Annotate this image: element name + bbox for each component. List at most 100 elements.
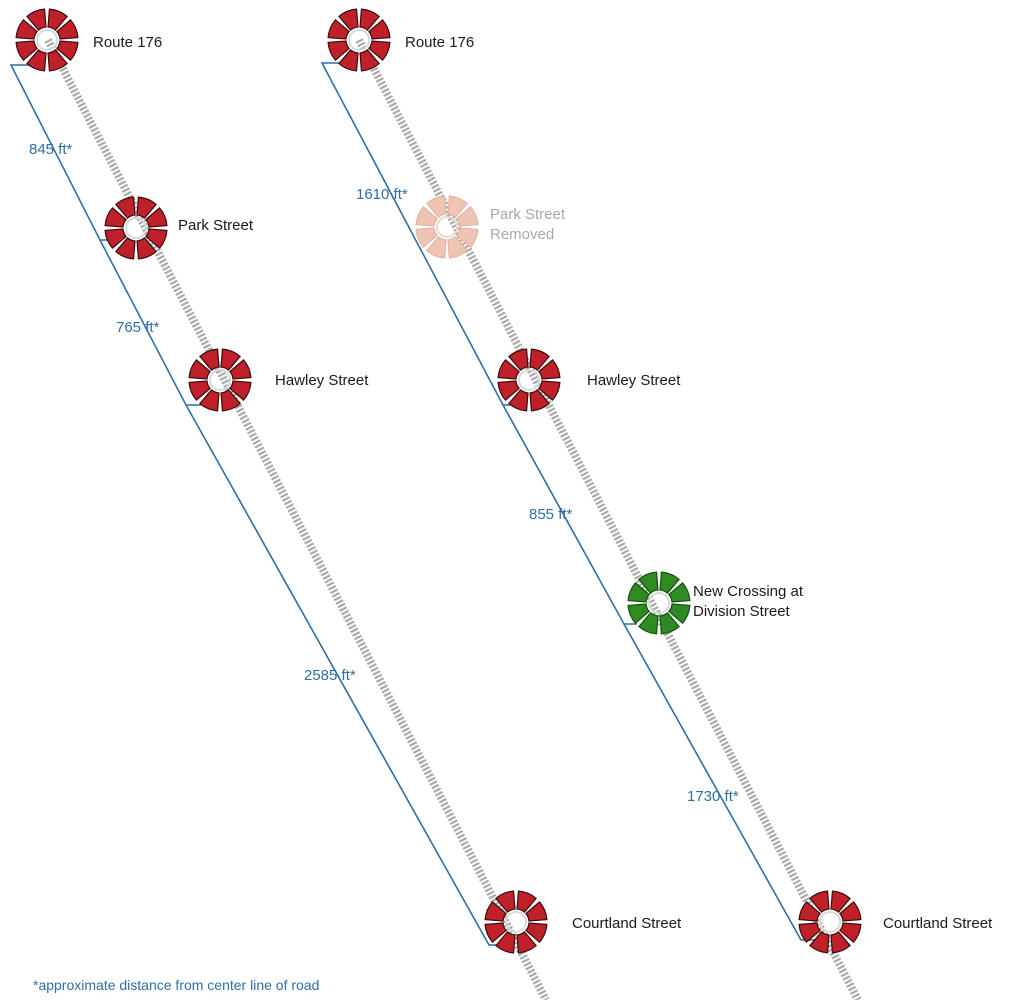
crossing-segment [220,389,241,412]
crossing-label-route-176-left: Route 176 [93,34,162,51]
crossing-segment [368,19,391,40]
crossing-segment [798,901,821,922]
crossing-segment [830,890,851,913]
crossing-segment [659,612,680,635]
crossing-segment [497,359,520,380]
crossing-hub [436,216,458,238]
crossing-segment [525,901,548,922]
crossing-segment [104,228,127,249]
railroad-crossing-icon [484,890,548,954]
crossing-hub [348,29,370,51]
crossing-label-courtland-street-left: Courtland Street [572,915,682,932]
crossing-segment [327,40,350,61]
crossing-hub [819,911,841,933]
track-left [44,38,550,1000]
crossing-segment [229,359,252,380]
crossing-segment [426,236,447,259]
crossing-label-route-176-right: Route 176 [405,34,474,51]
crossing-segment [220,348,241,371]
crossing-hub [36,29,58,51]
crossing-segment [529,348,550,371]
crossing-segment [15,40,38,61]
railroad-crossing-icon [327,8,391,72]
crossing-segment [830,931,851,954]
crossing-segment [638,612,659,635]
railroad-crossing-icon [188,348,252,412]
dim-line-route176-hawley [320,62,515,406]
crossing-segment [447,236,468,259]
crossing-segment [638,571,659,594]
crossing-segment [525,922,548,943]
crossing-hub [648,592,670,614]
crossing-segment [338,49,359,72]
crossing-segment [229,380,252,401]
crossing-label-division-street: New Crossing at Division Street [693,583,807,620]
crossing-segment [26,49,47,72]
crossing-segment [627,603,650,624]
crossing-hub [518,369,540,391]
crossing-segment [47,49,68,72]
railroad-crossing-icon [798,890,862,954]
crossing-segment [495,931,516,954]
distance-label-hawley-courtland: 2585 ft* [304,667,356,684]
crossing-segment [56,19,79,40]
dim-line-division-courtland [623,623,815,941]
crossing-segment [839,922,862,943]
park-street-removed-line-2: Removed [490,226,554,243]
distance-label-park-hawley: 765 ft* [116,319,160,336]
railroad-crossing-icon [104,196,168,260]
crossing-segment [538,380,561,401]
crossing-segment [104,207,127,228]
distance-lines [9,62,815,946]
crossing-label-courtland-street-right: Courtland Street [883,915,993,932]
crossing-segment [368,40,391,61]
crossing-segment [136,237,157,260]
crossing-segment [809,890,830,913]
park-street-removed-line-1: Park Street [490,206,566,223]
crossing-segment [798,922,821,943]
crossing-segment [327,19,350,40]
crossing-hub [209,369,231,391]
crossing-segment [115,237,136,260]
crossing-segment [199,348,220,371]
crossing-segment [508,389,529,412]
crossing-segment [415,227,438,248]
crossing-segment [188,359,211,380]
crossing-segment [15,19,38,40]
crossing-segment [26,8,47,31]
crossing-segment [56,40,79,61]
crossing-segment [199,389,220,412]
crossing-segment [188,380,211,401]
crossing-segment [338,8,359,31]
crossing-segment [145,207,168,228]
crossing-segment [668,603,691,624]
crossing-segment [839,901,862,922]
crossing-segment [516,931,537,954]
crossing-segment [426,195,447,218]
distance-label-division-courtland: 1730 ft* [687,788,739,805]
crossing-segment [529,389,550,412]
crossing-label-park-street-left: Park Street [178,217,254,234]
crossing-segment [456,206,479,227]
crossing-label-park-street-removed: Park Street Removed [490,206,569,243]
crossing-segment [136,196,157,219]
crossing-segment [359,8,380,31]
railroad-tracks [44,38,862,1000]
crossing-segment [659,571,680,594]
crossing-segment [115,196,136,219]
crossing-segment [508,348,529,371]
crossing-segment [516,890,537,913]
division-street-line-1: New Crossing at [693,583,804,600]
crossing-segment [415,206,438,227]
crossing-segment [447,195,468,218]
crossing-segment [484,901,507,922]
crossing-segment [484,922,507,943]
crossing-segment [668,582,691,603]
railroad-crossing-icon [15,8,79,72]
distance-label-route176-hawley: 1610 ft* [356,186,408,203]
crossing-hub [125,217,147,239]
crossing-label-hawley-street-left: Hawley Street [275,372,369,389]
crossing-segment [495,890,516,913]
crossing-segment [359,49,380,72]
